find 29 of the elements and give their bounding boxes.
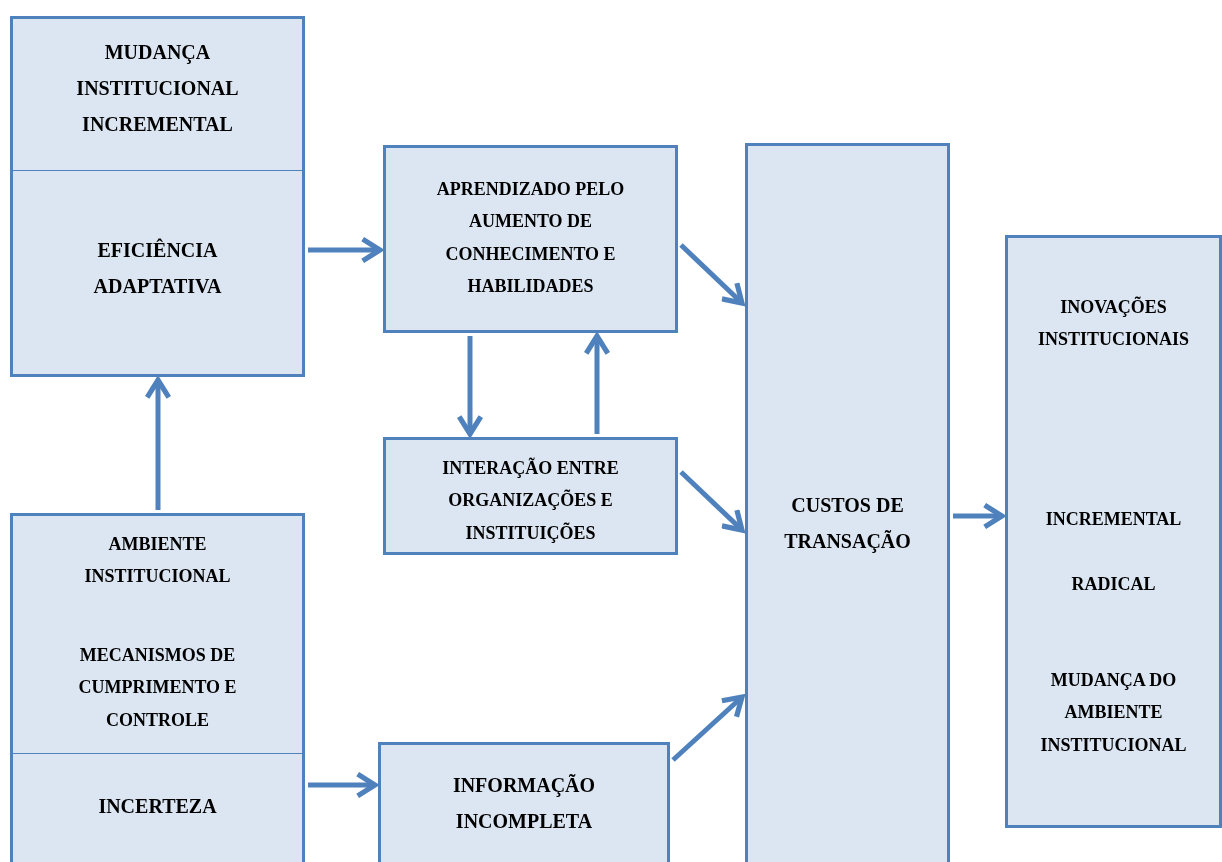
arrow [679, 470, 745, 533]
box-label: MUDANÇA DO AMBIENTE INSTITUCIONAL [1039, 669, 1188, 758]
arrow [583, 333, 611, 434]
box-label: INOVAÇÕES INSTITUCIONAIS [1036, 295, 1191, 351]
arrow [308, 236, 383, 264]
box-label: RADICAL [1070, 572, 1157, 596]
arrow [953, 502, 1005, 530]
arrow [308, 771, 378, 799]
box-label: MECANISMOS DE CUMPRIMENTO E CONTROLE [77, 644, 238, 733]
box-label: INFORMAÇÃO INCOMPLETA [451, 773, 597, 834]
box-label: INCERTEZA [97, 794, 218, 819]
box-label: EFICIÊNCIA ADAPTATIVA [92, 237, 223, 299]
arrow [671, 694, 745, 762]
process-box [745, 143, 950, 862]
box-label: APRENDIZADO PELO AUMENTO DE CONHECIMENTO E HABILIDADES [435, 178, 626, 299]
box-label: INCREMENTAL [1044, 507, 1183, 531]
box-label: AMBIENTE INSTITUCIONAL [83, 532, 232, 588]
box-label: CUSTOS DE TRANSAÇÃO [783, 493, 912, 555]
process-box [383, 437, 678, 555]
process-box [1005, 235, 1222, 828]
box-label: INTERAÇÃO ENTRE ORGANIZAÇÕES E INSTITUIÇÕES [441, 456, 620, 546]
arrow [456, 336, 484, 437]
process-box [10, 513, 305, 862]
box-label: MUDANÇA INSTITUCIONAL INCREMENTAL [75, 40, 240, 137]
process-box [378, 742, 670, 862]
arrow [679, 243, 745, 306]
arrow [144, 377, 172, 510]
process-box [10, 16, 305, 377]
process-box [383, 145, 678, 333]
